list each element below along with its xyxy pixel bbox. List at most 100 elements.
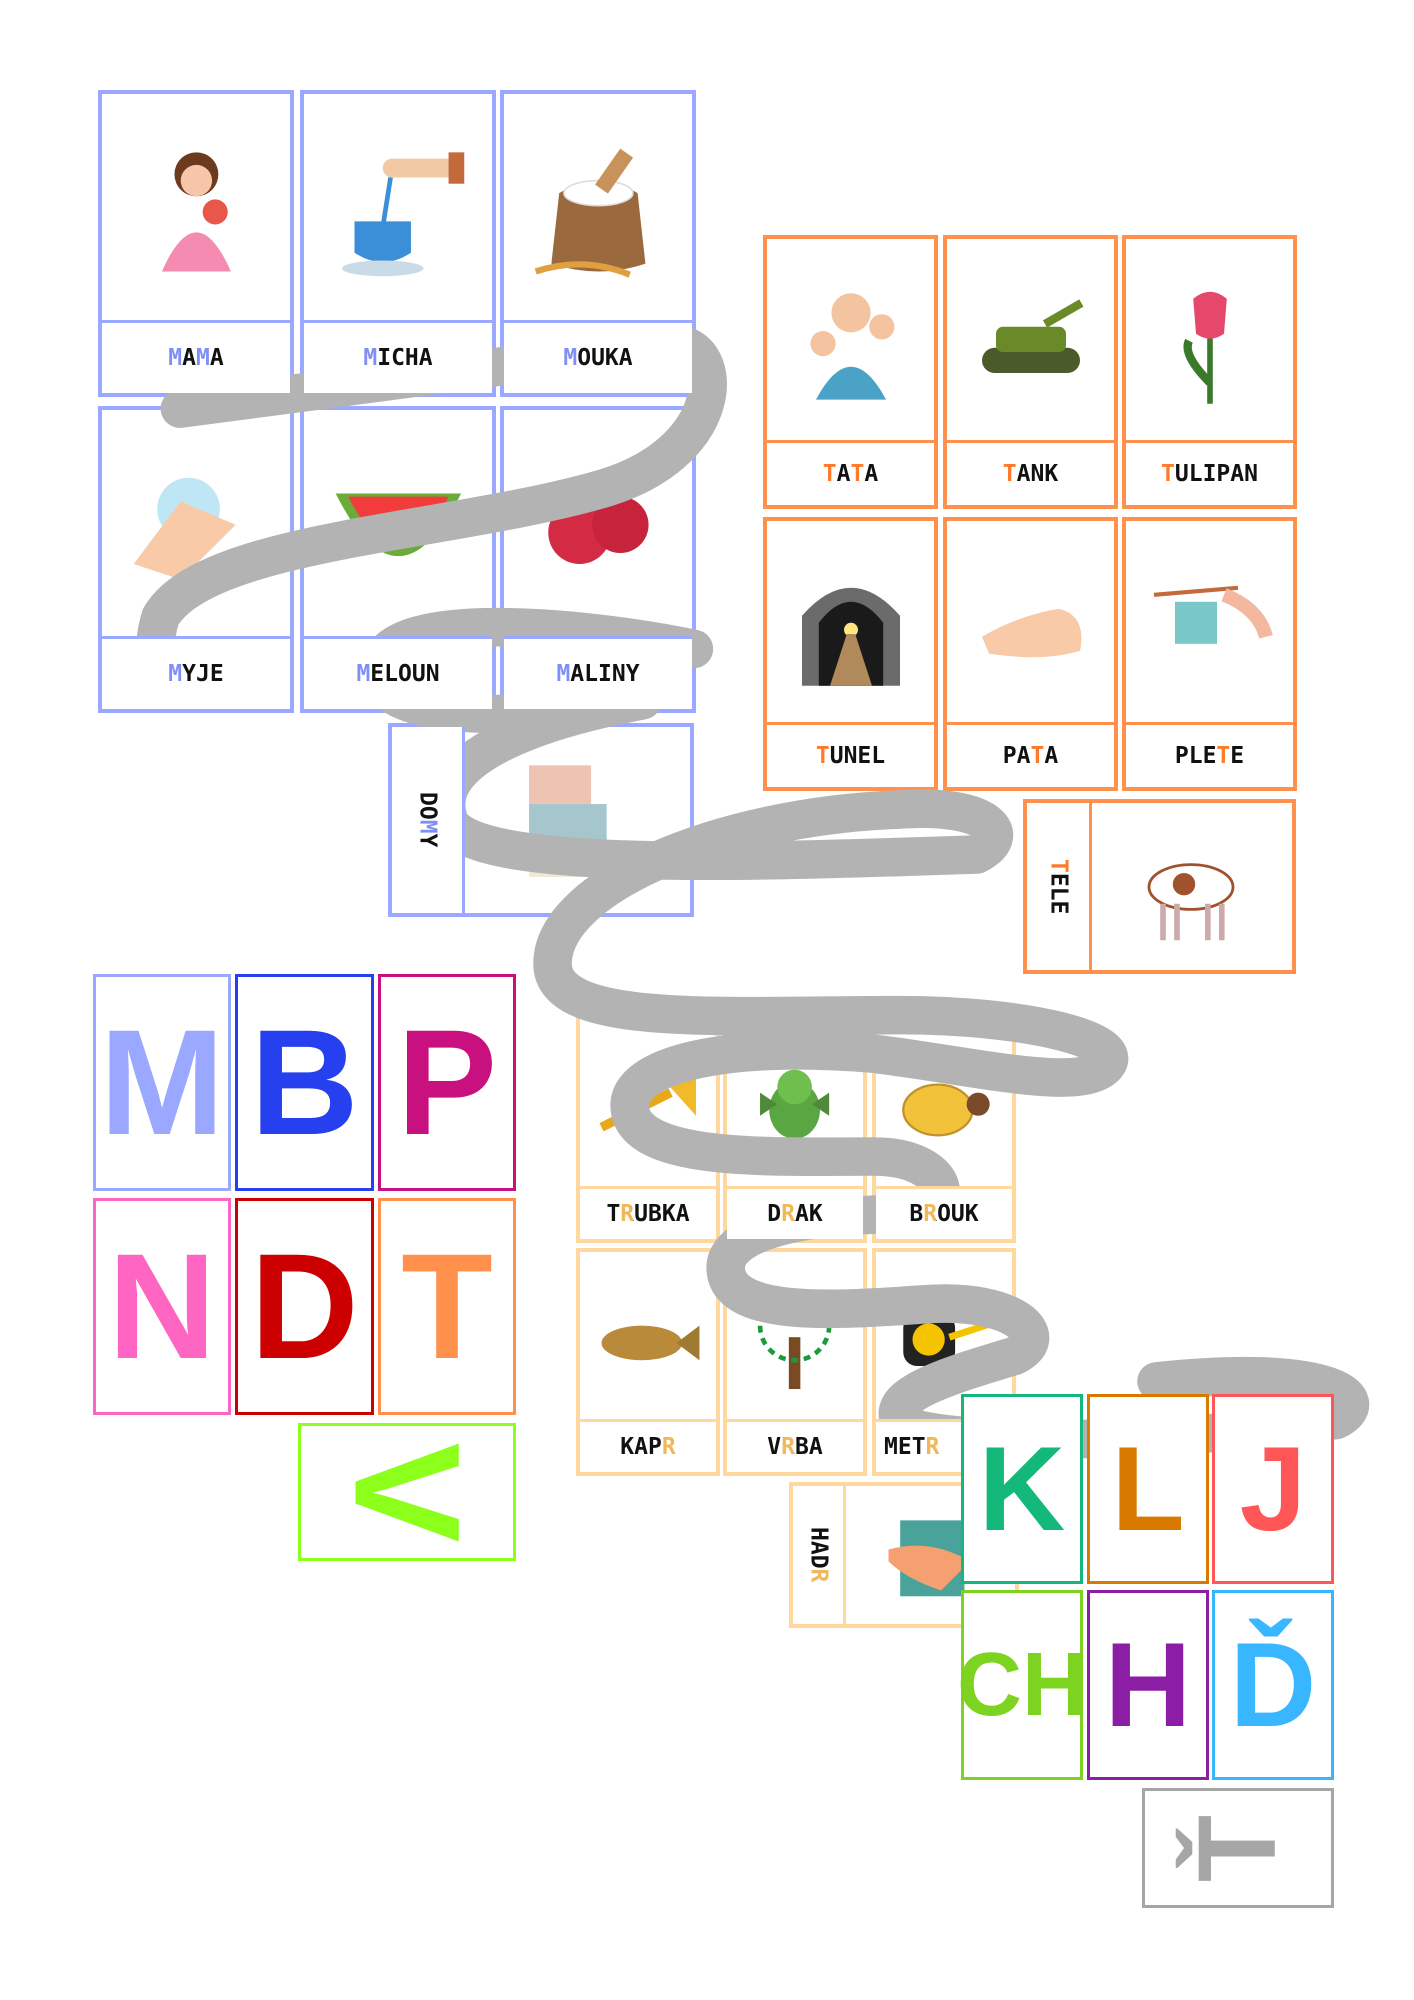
flashcard-picture	[947, 239, 1114, 443]
foot-icon	[981, 609, 1081, 658]
letter-glyph: J	[1239, 1422, 1307, 1556]
flashcard-label: TUNEL	[815, 742, 886, 769]
calf-icon	[1147, 862, 1234, 940]
letter-glyph: M	[99, 998, 225, 1166]
stirring-cup-icon	[341, 152, 464, 276]
flour-sack-icon	[534, 148, 646, 278]
flashcard-picture	[767, 239, 934, 443]
flashcard-máma: MÁMA	[98, 90, 294, 397]
letter-glyph: N	[107, 1222, 217, 1390]
flashcard-picture	[304, 94, 492, 323]
flashcard-meloun: MELOUN	[300, 406, 496, 713]
flashcard-trubka: TRUBKA	[576, 1015, 720, 1243]
willow-icon	[758, 1288, 832, 1389]
flashcard-tulipán: TULIPÁN	[1122, 235, 1297, 509]
tulip-icon	[1182, 292, 1227, 404]
letter-card-11: H	[1087, 1590, 1209, 1780]
tank-icon	[981, 299, 1083, 374]
knitting-icon	[1153, 585, 1273, 644]
letter-card-4: D	[235, 1198, 374, 1415]
flashcard-label: HADR	[805, 1527, 832, 1583]
flashcard-label-box: VRBA	[727, 1419, 863, 1472]
flashcard-picture	[1126, 521, 1293, 725]
flashcard-label: MÍCHÁ	[363, 344, 433, 371]
flashcard-kapr: KAPR	[576, 1248, 720, 1476]
watermelon-icon	[335, 493, 461, 556]
flashcard-picture	[876, 1019, 1012, 1189]
letter-card-12: Ď	[1212, 1590, 1334, 1780]
flashcard-label-box: MELOUN	[304, 636, 492, 709]
washing-hands-icon	[133, 477, 236, 580]
letter-glyph: H	[1104, 1618, 1192, 1752]
letter-card-5: T	[378, 1198, 516, 1415]
letter-card-3: N	[93, 1198, 231, 1415]
flashcard-label-box: DRAK	[727, 1186, 863, 1239]
flashcard-label: BROUK	[909, 1200, 979, 1227]
flashcard-picture	[580, 1252, 716, 1422]
letter-card-6: V	[298, 1423, 516, 1561]
letter-glyph: P	[396, 998, 498, 1166]
flashcard-label-box: MOUKA	[504, 320, 692, 393]
flashcard-label: METR	[884, 1433, 940, 1460]
flashcard-label: KAPR	[620, 1433, 676, 1460]
flashcard-label: MYJE	[168, 660, 224, 687]
carp-icon	[601, 1325, 700, 1361]
flashcard-label: DRAK	[767, 1200, 823, 1227]
flashcard-picture	[102, 94, 290, 323]
flashcard-label-box: TANK	[947, 440, 1114, 505]
flashcard-picture	[1089, 803, 1292, 970]
flashcard-picture	[1126, 239, 1293, 443]
letter-glyph: T	[401, 1222, 493, 1390]
father-children-icon	[809, 293, 894, 400]
letter-glyph: K	[978, 1422, 1066, 1556]
flashcard-domy: DOMY	[388, 723, 694, 917]
flashcard-label: MÁMA	[168, 344, 224, 371]
dragon-icon	[760, 1069, 830, 1139]
trumpet-icon	[599, 1069, 697, 1132]
flashcard-label-box: MÁMA	[102, 320, 290, 393]
flashcard-tunel: TUNEL	[763, 517, 938, 791]
flashcard-picture	[462, 727, 690, 913]
flashcard-label-box: MALINY	[504, 636, 692, 709]
flashcard-label: DOMY	[414, 792, 441, 848]
flashcard-label: MALINY	[556, 660, 640, 687]
flashcard-label-box: KAPR	[580, 1419, 716, 1472]
tunnel-icon	[801, 588, 900, 686]
letter-glyph: D	[250, 1222, 359, 1390]
flashcard-myje: MYJE	[98, 406, 294, 713]
letter-glyph: B	[250, 998, 359, 1166]
flashcard-label: TRUBKA	[606, 1200, 690, 1227]
letter-glyph: CH	[957, 1634, 1087, 1735]
flashcard-drak: DRAK	[723, 1015, 867, 1243]
flashcard-pata: PATA	[943, 517, 1118, 791]
flashcard-label-box: BROUK	[876, 1186, 1012, 1239]
flashcard-label-box: TELE	[1027, 803, 1092, 970]
flashcard-label-box: MÍCHÁ	[304, 320, 492, 393]
letter-card-8: L	[1087, 1394, 1209, 1584]
flashcard-label-box: DOMY	[392, 727, 465, 913]
letter-glyph: V	[323, 1441, 492, 1543]
letter-card-13: Ť	[1142, 1788, 1334, 1908]
flashcard-picture	[767, 521, 934, 725]
flashcard-picture	[947, 521, 1114, 725]
flashcard-label: TANK	[1002, 460, 1059, 487]
flashcard-picture	[843, 1486, 1015, 1624]
flashcard-picture	[102, 410, 290, 639]
cloth-icon	[888, 1519, 970, 1596]
houses-icon	[529, 765, 608, 878]
flashcard-label-box: PATA	[947, 722, 1114, 787]
raspberries-icon	[547, 496, 649, 564]
flashcard-label-box: MYJE	[102, 636, 290, 709]
letter-card-7: K	[961, 1394, 1083, 1584]
flashcard-picture	[504, 94, 692, 323]
tape-measure-icon	[903, 1313, 994, 1366]
flashcard-picture	[580, 1019, 716, 1189]
flashcard-míchá: MÍCHÁ	[300, 90, 496, 397]
flashcard-picture	[304, 410, 492, 639]
flashcard-picture	[727, 1252, 863, 1422]
flashcard-label-box: TULIPÁN	[1126, 440, 1293, 505]
letter-card-10: CH	[957, 1590, 1087, 1780]
flashcard-label-box: TÁTA	[767, 440, 934, 505]
letter-card-2: P	[378, 974, 516, 1191]
flashcard-plete: PLETE	[1122, 517, 1297, 791]
